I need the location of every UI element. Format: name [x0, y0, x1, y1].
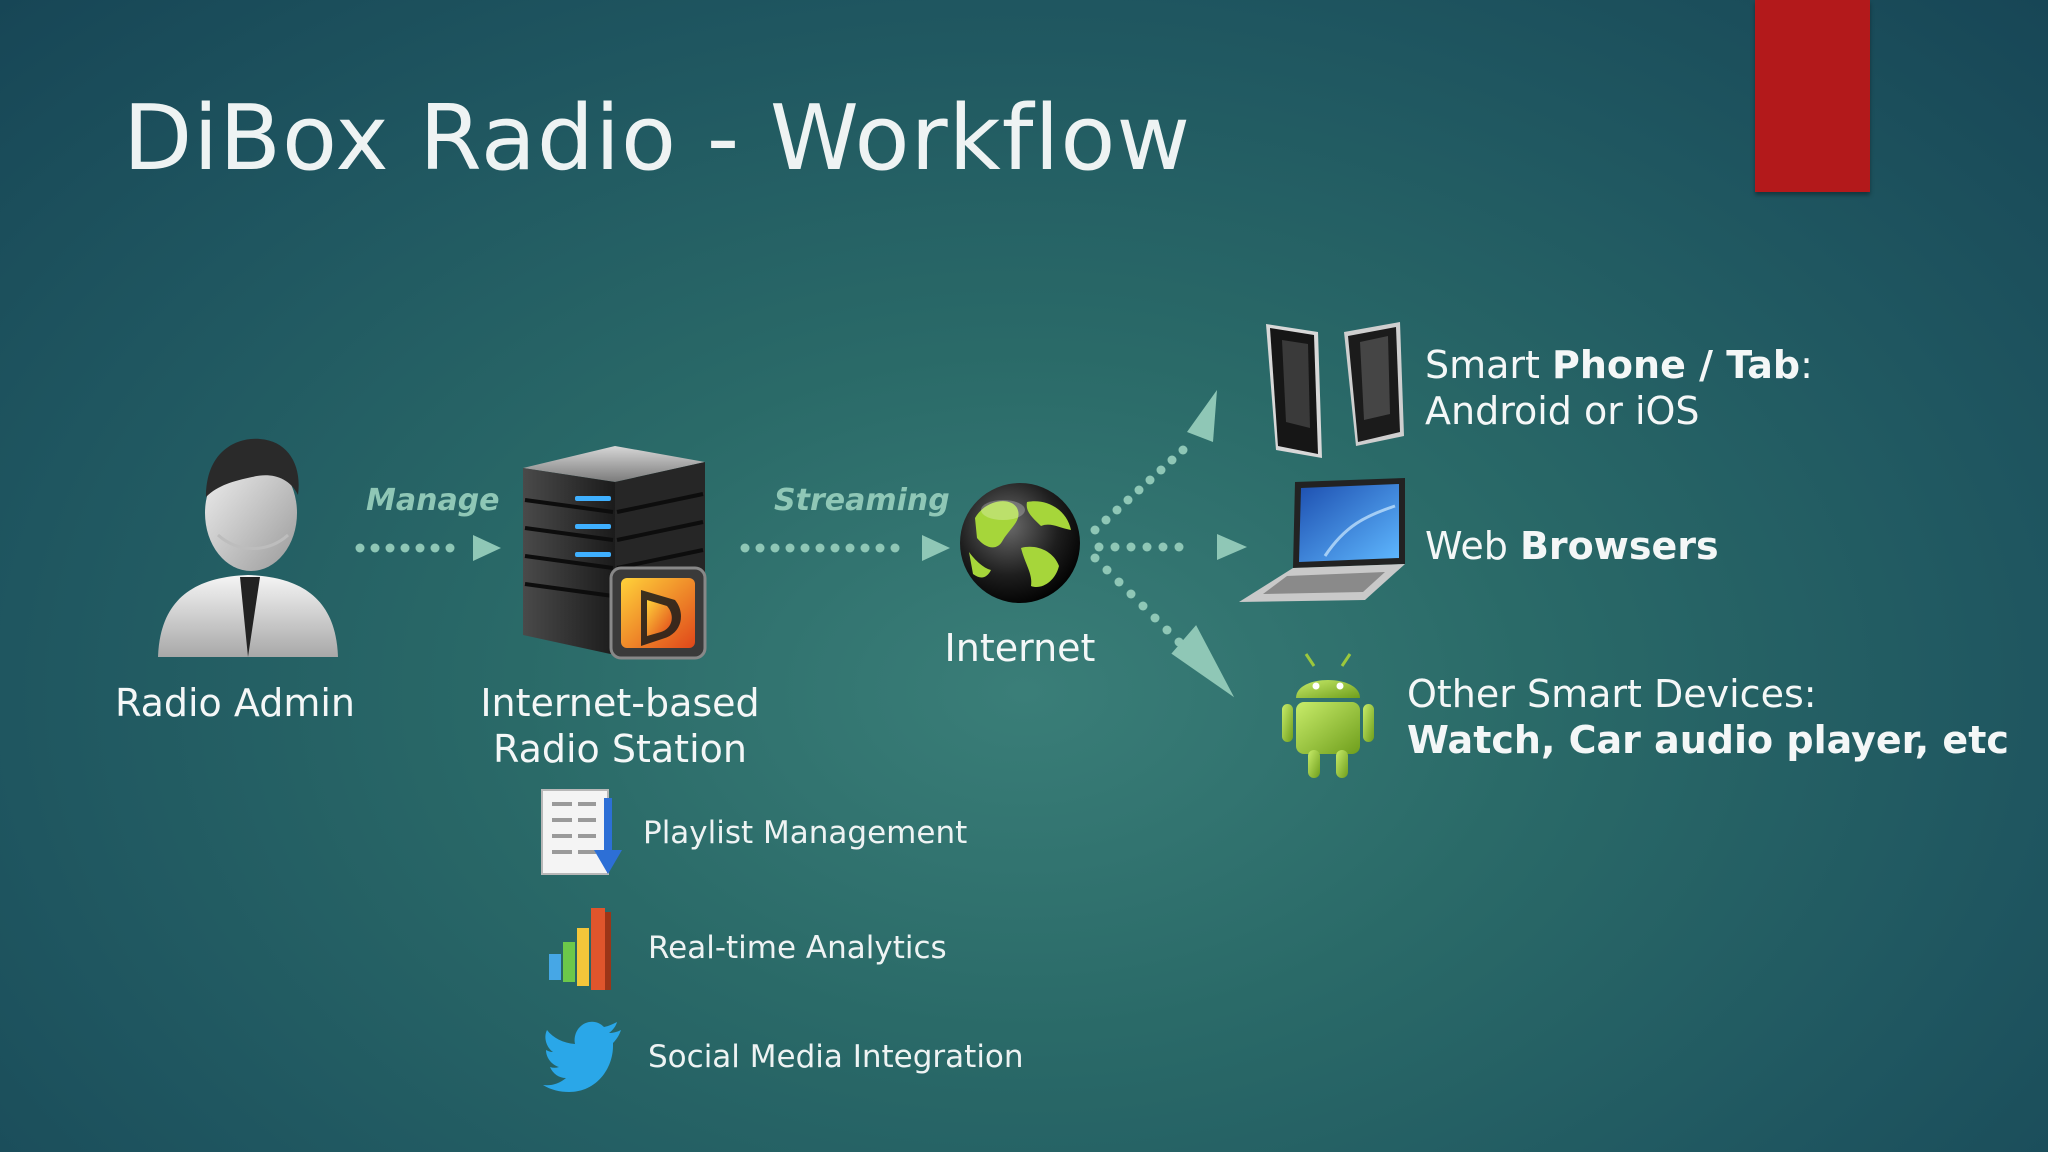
- manage-edge-label: Manage: [366, 483, 500, 518]
- station-label: Internet-based Radio Station: [470, 680, 770, 772]
- feature-social-label: Social Media Integration: [648, 1039, 1024, 1075]
- phone-label-line1: Smart Phone / Tab:: [1425, 342, 1813, 388]
- other-device-label: Other Smart Devices: Watch, Car audio pl…: [1407, 671, 2009, 763]
- browser-label-bold: Browsers: [1519, 524, 1719, 568]
- phone-label-line2: Android or iOS: [1425, 389, 1700, 433]
- globe-icon: [960, 483, 1080, 603]
- phone-label-post: :: [1800, 343, 1813, 387]
- streaming-arrow: [740, 535, 950, 561]
- phone-label-bold1: Phone: [1552, 343, 1686, 387]
- internet-label: Internet: [944, 626, 1096, 670]
- manage-arrow: [355, 535, 501, 561]
- browser-device-label: Web Browsers: [1425, 523, 1719, 569]
- bar-chart-icon: [549, 908, 611, 990]
- feature-playlist-label: Playlist Management: [643, 815, 968, 851]
- fan-out-arrows: [1090, 390, 1247, 560]
- station-label-line2: Radio Station: [493, 727, 747, 771]
- other-label-line2: Watch, Car audio player, etc: [1407, 718, 2009, 762]
- streaming-edge-label: Streaming: [774, 483, 950, 518]
- phone-label-pre: Smart: [1425, 343, 1553, 387]
- phone-label-mid: /: [1685, 343, 1727, 387]
- twitter-bird-icon: [543, 1021, 621, 1092]
- playlist-icon: [541, 789, 622, 875]
- station-label-line1: Internet-based: [480, 681, 760, 725]
- phone-label-bold2: Tab: [1726, 343, 1801, 387]
- admin-person-icon: [158, 438, 338, 657]
- browser-label-pre: Web: [1425, 524, 1520, 568]
- smartphone-icon: [1266, 322, 1404, 458]
- slide-title: DiBox Radio - Workflow: [123, 86, 1192, 191]
- laptop-icon: [1239, 478, 1405, 602]
- android-robot-icon: [1282, 653, 1374, 778]
- other-label-line1: Other Smart Devices:: [1407, 672, 1817, 716]
- server-icon: [523, 446, 707, 660]
- feature-analytics-label: Real-time Analytics: [648, 930, 947, 966]
- admin-label: Radio Admin: [115, 681, 355, 725]
- fan-out-arrow-down: [1090, 553, 1235, 698]
- phone-device-label: Smart Phone / Tab: Android or iOS: [1425, 342, 1813, 434]
- decorative-red-tab: [1755, 0, 1870, 192]
